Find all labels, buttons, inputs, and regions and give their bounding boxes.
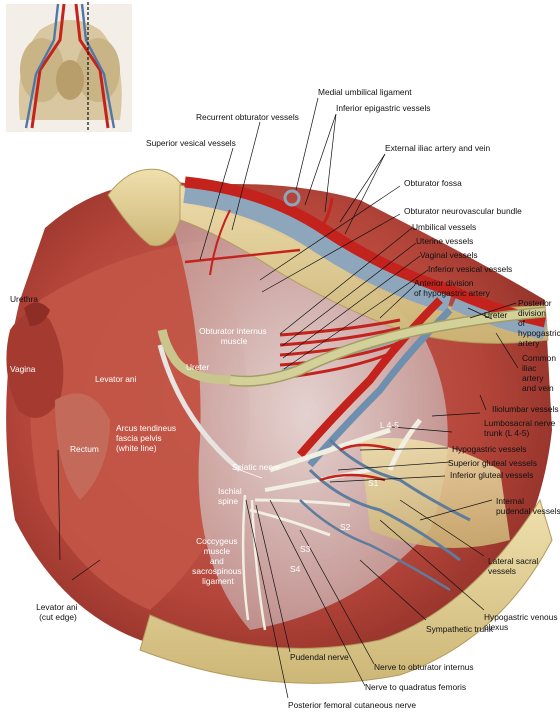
label-lumbosacral-trunk: Lumbosacral nerve trunk (L 4-5) (484, 418, 558, 438)
label-hypogastric-vessels: Hypogastric vessels (452, 444, 526, 454)
label-common-iliac: Common iliac artery and vein (522, 353, 558, 393)
sacrum-coccyx-bone (139, 498, 553, 684)
label-external-iliac: External iliac artery and vein (385, 143, 491, 153)
urethra-structure (24, 302, 50, 326)
label-s1: S1 (368, 478, 379, 488)
label-lateral-sacral: Lateral sacral vessels (488, 556, 541, 576)
label-inferior-epigastric-vessels: Inferior epigastric vessels (336, 103, 431, 113)
external-iliac-artery (184, 176, 457, 298)
label-levator-ani: Levator ani (95, 374, 137, 384)
label-superior-gluteal-vessels: Superior gluteal vessels (448, 458, 537, 468)
vagina-structure (6, 312, 64, 418)
label-inferior-vesical-vessels: Inferior vesical vessels (428, 264, 512, 274)
inset-right-ilium (76, 38, 120, 102)
hypogastric-venous-plexus (299, 438, 471, 592)
label-nerve-quadratus-femoris: Nerve to quadratus femoris (365, 682, 466, 692)
label-hypogastric-venous-plexus: Hypogastric venous plexus (484, 612, 560, 632)
inset-sacrum (56, 60, 84, 100)
inferior-epigastric-vessels (318, 197, 334, 231)
label-l45: L 4-5 (380, 420, 399, 430)
rectum-structure (55, 393, 110, 500)
label-superior-vesical-vessels: Superior vesical vessels (146, 138, 236, 148)
hypogastric-artery (296, 297, 443, 458)
label-pudendal-nerve: Pudendal nerve (290, 652, 349, 662)
label-vagina: Vagina (10, 364, 36, 374)
label-ischial-spine: Ischial spine (218, 486, 244, 506)
label-uterine-vessels: Uterine vessels (416, 236, 473, 246)
medial-umbilical-ligament-loop (283, 189, 301, 207)
specimen (6, 168, 553, 684)
inset-veins (24, 3, 116, 129)
leader-lines (57, 97, 519, 699)
label-posterior-femoral-cutaneous: Posterior femoral cutaneous nerve (288, 700, 416, 710)
label-inferior-gluteal-vessels: Inferior gluteal vessels (450, 470, 533, 480)
label-urethra: Urethra (10, 294, 38, 304)
label-obturator-nv-bundle: Obturator neurovascular bundle (404, 206, 522, 216)
ureter-vessel (229, 308, 546, 386)
common-iliac-artery (452, 286, 547, 328)
inset-arteries (30, 3, 110, 129)
label-umbilical-vessels: Umbilical vessels (412, 222, 476, 232)
label-s2: S2 (340, 522, 351, 532)
label-coccygeus: Coccygeus muscle and sacrospinous ligame… (192, 536, 244, 586)
label-sciatic-nerve: Sciatic nerve (232, 462, 280, 472)
orientation-inset (6, 2, 132, 132)
label-ureter-left: Ureter (186, 362, 209, 372)
label-ureter-right: Ureter (484, 310, 507, 320)
label-posterior-division: Posterior division of hypogastric artery (518, 298, 560, 348)
labels: Medial umbilical ligament Inferior epiga… (10, 87, 560, 710)
label-nerve-obturator-internus: Nerve to obturator internus (374, 662, 474, 672)
label-s3: S3 (300, 544, 311, 554)
label-recurrent-obturator-vessels: Recurrent obturator vessels (196, 112, 299, 122)
label-iliolumbar-vessels: Iliolumbar vessels (492, 404, 559, 414)
label-vaginal-vessels: Vaginal vessels (420, 250, 478, 260)
label-levator-cut-edge: Levator ani (cut edge) (36, 602, 80, 622)
levator-ani-muscle (30, 240, 250, 610)
label-medial-umbilical-ligament: Medial umbilical ligament (318, 87, 412, 97)
inset-left-ilium (20, 38, 64, 102)
label-s4: S4 (290, 564, 301, 574)
label-obturator-internus: Obturator internus muscle (199, 326, 269, 346)
recurrent-obturator-vessels (209, 209, 231, 276)
label-internal-pudendal: Internal pudendal vessels (496, 496, 560, 516)
arcus-tendineus-line (157, 344, 242, 472)
label-anterior-division: Anterior division of hypogastric artery (414, 278, 491, 298)
obturator-vessels (184, 248, 301, 264)
ureter-lower (157, 329, 231, 385)
label-arcus-tendineus: Arcus tendineus fascia pelvis (white lin… (116, 423, 178, 453)
label-sympathetic-trunk: Sympathetic trunk (426, 624, 494, 634)
label-rectum: Rectum (70, 444, 99, 454)
label-obturator-fossa: Obturator fossa (404, 178, 462, 188)
